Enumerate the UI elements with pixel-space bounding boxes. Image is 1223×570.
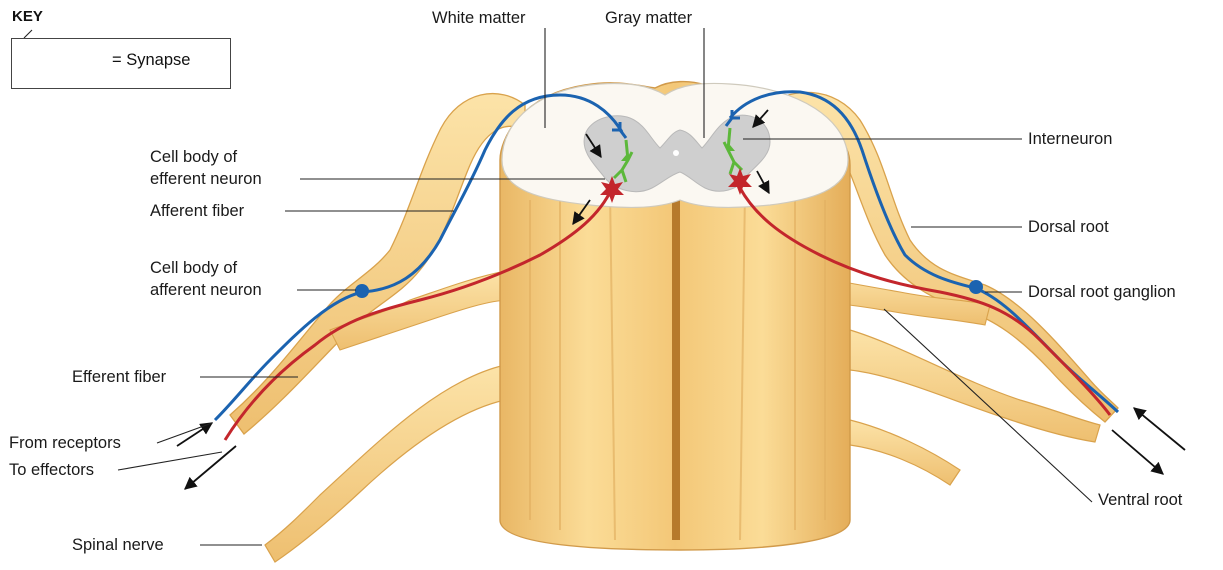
right-outgoing-arrow-icon — [1112, 430, 1163, 474]
label-dorsal-root: Dorsal root — [1028, 218, 1109, 237]
right-afferent-cell-body — [969, 280, 983, 294]
label-gray-matter: Gray matter — [605, 9, 692, 28]
label-cell-body-efferent-line1: Cell body of — [150, 148, 237, 167]
label-ventral-root: Ventral root — [1098, 491, 1182, 510]
label-cell-body-afferent-line1: Cell body of — [150, 259, 237, 278]
to-effectors-arrow-icon — [185, 446, 236, 489]
cord-cross-section — [502, 83, 848, 207]
label-cell-body-efferent-line2: efferent neuron — [150, 170, 262, 189]
label-from-receptors: From receptors — [9, 434, 121, 453]
from-receptors-arrow-icon — [177, 423, 212, 446]
left-lower-nerve — [265, 365, 505, 562]
label-efferent-fiber: Efferent fiber — [72, 368, 166, 387]
label-cell-body-afferent-line2: afferent neuron — [150, 281, 262, 300]
left-afferent-cell-body — [355, 284, 369, 298]
central-canal — [673, 150, 679, 156]
label-spinal-nerve: Spinal nerve — [72, 536, 164, 555]
label-interneuron: Interneuron — [1028, 130, 1112, 149]
label-white-matter: White matter — [432, 9, 526, 28]
right-incoming-arrow-icon — [1134, 408, 1185, 450]
label-to-effectors: To effectors — [9, 461, 94, 480]
label-dorsal-root-ganglion: Dorsal root ganglion — [1028, 283, 1176, 302]
key-title: KEY — [12, 8, 43, 25]
label-afferent-fiber: Afferent fiber — [150, 202, 244, 221]
key-synapse-label: = Synapse — [112, 51, 190, 70]
